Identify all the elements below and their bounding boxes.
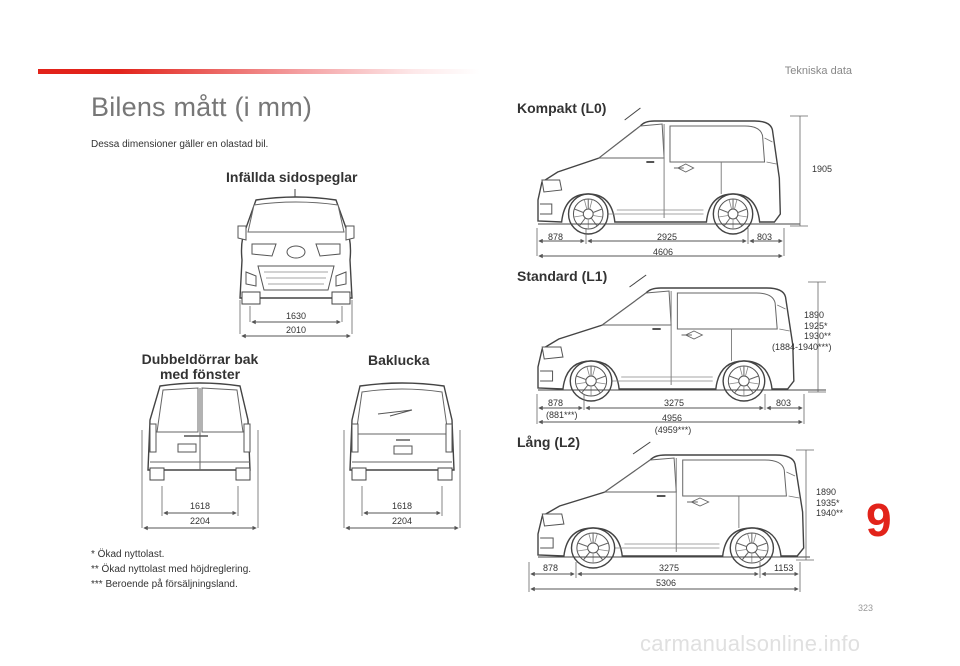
- long-height-1: 1890: [816, 487, 837, 497]
- standard-front-overhang: 878: [548, 398, 564, 408]
- section-title: Tekniska data: [784, 65, 852, 77]
- compact-height: 1905: [812, 164, 833, 174]
- front-width-outer: 2010: [285, 325, 307, 335]
- standard-rear-overhang: 803: [776, 398, 792, 408]
- long-wheelbase: 3275: [658, 563, 680, 573]
- compact-side-drawing: [538, 108, 800, 234]
- compact-rear-overhang: 803: [757, 232, 773, 242]
- footnote-1: * Ökad nyttolast.: [91, 549, 165, 560]
- front-width-inner: 1630: [285, 311, 307, 321]
- long-heading: Lång (L2): [517, 434, 580, 450]
- rear-doors-dimension-lines: [142, 430, 258, 531]
- long-front-overhang: 878: [543, 563, 559, 573]
- long-height-3: 1940**: [816, 508, 844, 518]
- standard-height-1: 1890: [804, 310, 825, 320]
- standard-height-3: 1930**: [804, 331, 832, 341]
- compact-length: 4606: [652, 247, 674, 257]
- rear-doors-drawing: [148, 383, 250, 480]
- long-length: 5306: [655, 578, 677, 588]
- standard-height-2: 1925*: [804, 320, 828, 331]
- rear-doors-heading-line2: med fönster: [159, 366, 241, 382]
- front-view-heading: Infällda sidospeglar: [226, 169, 358, 185]
- rear-doors-width-inner: 1618: [189, 501, 211, 511]
- header-accent-bar: [38, 69, 480, 74]
- standard-height-list: 1890 1925* 1930**: [804, 310, 831, 342]
- tailgate-width-inner: 1618: [391, 501, 413, 511]
- standard-wheelbase: 3275: [663, 398, 685, 408]
- standard-side-drawing: [538, 275, 826, 401]
- page-number: 323: [858, 603, 874, 613]
- front-view-drawing: [238, 189, 354, 304]
- tailgate-drawing: [350, 383, 454, 480]
- front-dimension-lines: [240, 300, 352, 339]
- standard-heading: Standard (L1): [517, 268, 608, 284]
- standard-dimension-lines: [537, 282, 826, 425]
- page-title: Bilens mått (i mm): [91, 92, 313, 122]
- rear-doors-heading: Dubbeldörrar bak med fönster: [120, 352, 280, 382]
- tailgate-dimension-lines: [344, 430, 460, 531]
- standard-front-overhang-alt: (881***): [546, 410, 578, 420]
- long-dimension-lines: [529, 450, 814, 592]
- long-side-drawing: [538, 442, 810, 568]
- compact-dimension-lines: [537, 116, 808, 259]
- watermark: carmanualsonline.info: [640, 631, 861, 656]
- compact-front-overhang: 878: [548, 232, 564, 242]
- rear-doors-heading-line1: Dubbeldörrar bak: [141, 351, 259, 367]
- standard-length-alt: (4959***): [654, 425, 692, 435]
- standard-length: 4956: [661, 413, 683, 423]
- footnote-3: *** Beroende på försäljningsland.: [91, 579, 238, 590]
- long-height-2: 1935*: [816, 497, 840, 508]
- page-subtitle: Dessa dimensioner gäller en olastad bil.: [91, 139, 269, 150]
- long-rear-overhang: 1153: [774, 563, 794, 573]
- chapter-number: 9: [866, 494, 892, 546]
- footnote-2: ** Ökad nyttolast med höjdreglering.: [91, 564, 252, 575]
- tailgate-heading: Baklucka: [368, 352, 430, 368]
- compact-heading: Kompakt (L0): [517, 100, 607, 116]
- tailgate-width-outer: 2204: [391, 516, 413, 526]
- long-height-list: 1890 1935* 1940**: [816, 487, 843, 519]
- rear-doors-width-outer: 2204: [189, 516, 211, 526]
- standard-height-4: (1884-1940***): [772, 342, 832, 352]
- compact-wheelbase: 2925: [656, 232, 678, 242]
